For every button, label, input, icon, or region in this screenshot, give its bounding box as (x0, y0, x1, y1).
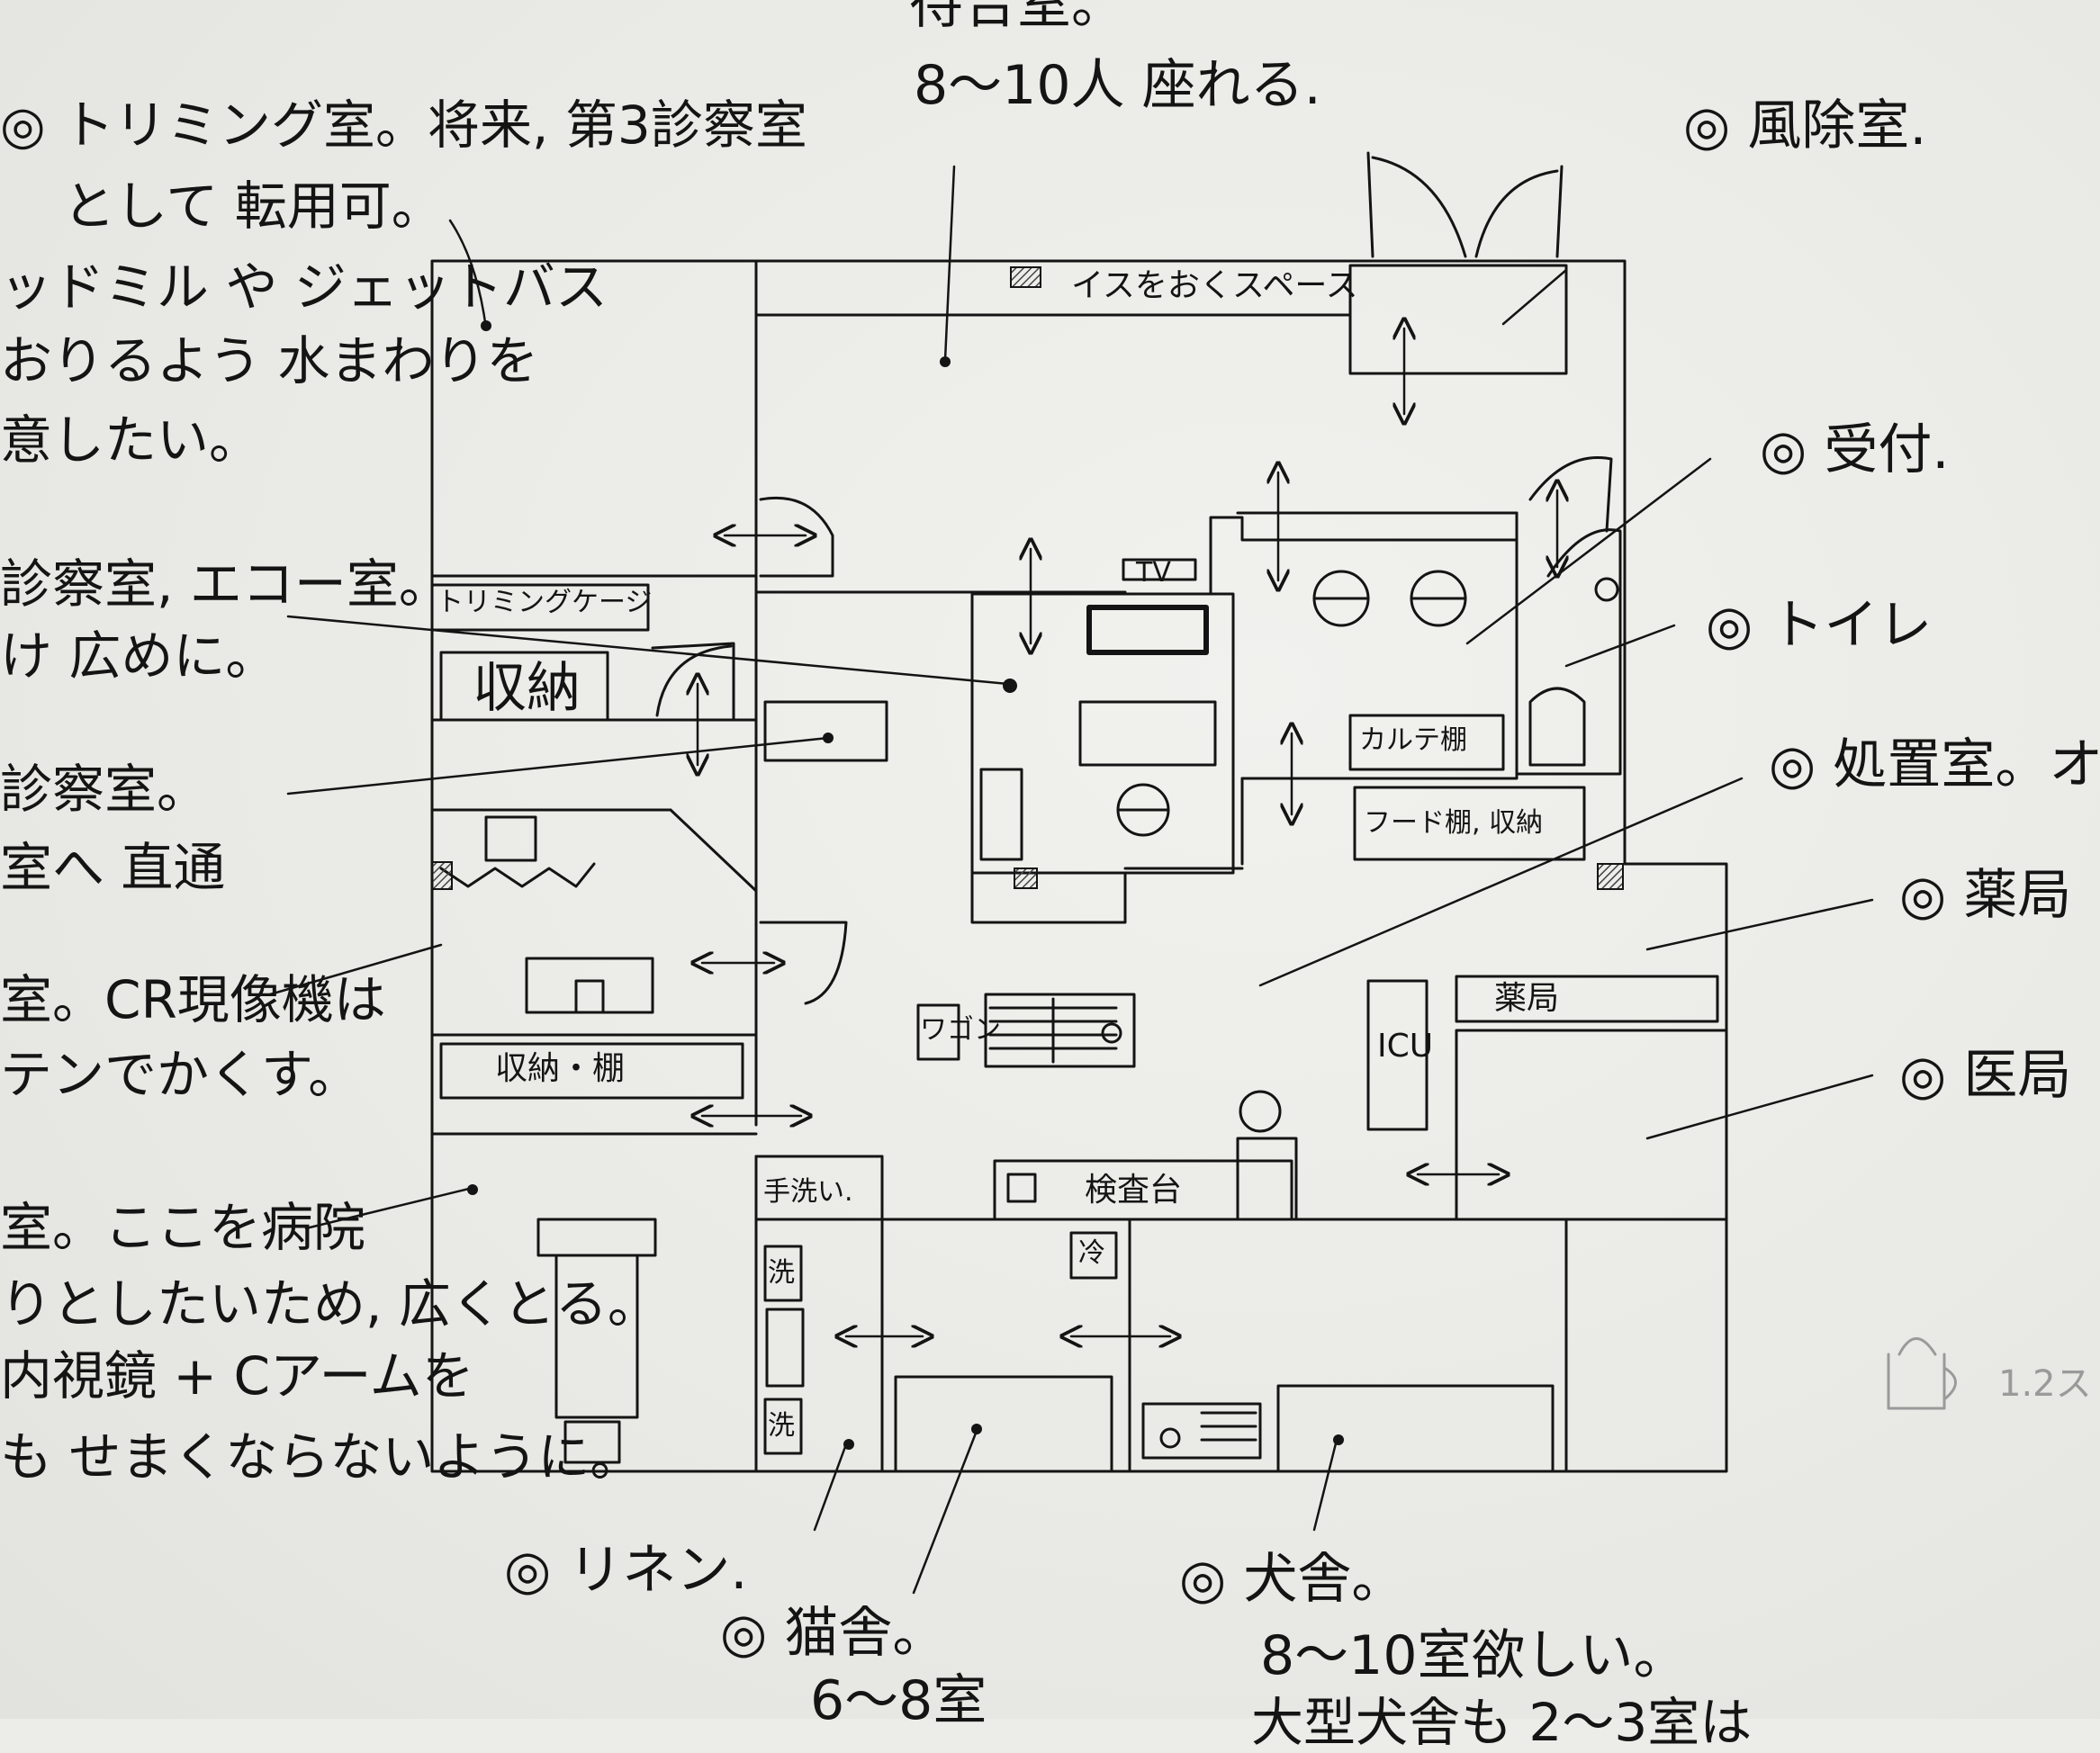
outer-wall (430, 259, 1728, 1473)
exam-table-box (993, 1159, 1293, 1221)
trimming-cage (430, 583, 650, 632)
chart-shelf-label: カルテ棚 (1359, 724, 1467, 756)
handwash-label: 手洗い. (763, 1176, 853, 1208)
exam-room-1 (970, 592, 1235, 875)
wagon-label: ワゴン (920, 1014, 1001, 1046)
pharmacy-shelf-label: 薬局 (1494, 980, 1560, 1017)
chart-shelf-box (1348, 714, 1505, 771)
dog-room-label: ◎ 犬舎。 (1179, 1548, 1406, 1611)
trimming-note-3: ッドミル や ジェットバス (0, 256, 608, 318)
trimming-cage-label: トリミングケージ (437, 587, 653, 618)
wagon-box (916, 1003, 960, 1061)
trimming-note-4: おりるよう 水まわりを (0, 330, 539, 391)
wash-label-top: 洗 (768, 1257, 795, 1289)
exam1-note-2: 室へ 直通 (0, 837, 226, 898)
pillar (1010, 266, 1041, 288)
reception-label: ◎ 受付. (1760, 418, 1950, 481)
exam1-note-1: 診察室。 (0, 759, 210, 820)
toilet-label: ◎ トイレ (1706, 594, 1933, 657)
windbreak-label: ◎ 風除室. (1683, 94, 1927, 157)
food-shelf-box (1353, 786, 1586, 861)
windbreak-room (1348, 264, 1568, 375)
fridge-label: 冷 (1078, 1237, 1105, 1269)
surgery-note-4: も せまくならないように。 (0, 1426, 643, 1488)
icu-box (1366, 979, 1429, 1131)
cat-room-label: ◎ 猫舎。 (720, 1602, 947, 1665)
waiting-room-title: 待合室。 (909, 0, 1125, 36)
exam-table-label: 検査台 (1085, 1172, 1183, 1209)
surgery-note-3: 内視鏡 + Cアームを (0, 1345, 474, 1407)
food-shelf-label: フード棚, 収納 (1364, 807, 1544, 839)
trimming-note-2: として 転用可。 (63, 175, 444, 237)
xray-note-2: テンでかくす。 (0, 1044, 361, 1105)
cat-cage (894, 1375, 1113, 1473)
pillar (1014, 868, 1038, 889)
exam2-note-1: 診察室, エコー室。 (0, 553, 451, 615)
cat-room-count: 6〜8室 (810, 1669, 987, 1732)
exam2-note-2: け 広めに。 (0, 625, 278, 687)
icu-label: ICU (1377, 1028, 1434, 1065)
xray-note-1: 室。CR現像機は (0, 969, 386, 1030)
pharmacy-label: ◎ 薬局 (1899, 864, 2072, 927)
chair-space-label: イスをおくスペース (1071, 267, 1358, 304)
dog-room-note: 大型犬舎も 2〜3室は (1251, 1692, 1753, 1753)
dog-cage (1276, 1384, 1555, 1473)
waiting-room-capacity: 8〜10人 座れる. (914, 54, 1321, 117)
dog-room-count: 8〜10室欲しい。 (1260, 1624, 1688, 1687)
pharmacy-shelf-box (1455, 975, 1719, 1023)
tv-box (1122, 558, 1197, 581)
tv-label: TV (1136, 557, 1171, 589)
storage-box (439, 651, 609, 722)
treatment-label: ◎ 処置室。オペ (1769, 733, 2100, 796)
storage-label: 収納 (473, 657, 581, 720)
scale-note: 1.2ス (1998, 1363, 2092, 1405)
linen-label: ◎ リネン. (504, 1539, 748, 1602)
pillar (1597, 863, 1624, 890)
trimming-note-5: 意したい。 (0, 409, 262, 471)
surgery-note-2: りとしたいため, 広くとる。 (0, 1273, 660, 1335)
surgery-note-1: 室。ここを病院 (0, 1197, 366, 1258)
storage-shelf-box (439, 1042, 744, 1100)
storage-shelf-label: 収納・棚 (495, 1050, 626, 1087)
office-label: ◎ 医局 (1899, 1044, 2072, 1107)
trimming-note-1: ◎ トリミング室。将来, 第3診察室 (0, 94, 807, 156)
pillar (431, 861, 453, 890)
wash-label-bottom: 洗 (768, 1410, 795, 1442)
